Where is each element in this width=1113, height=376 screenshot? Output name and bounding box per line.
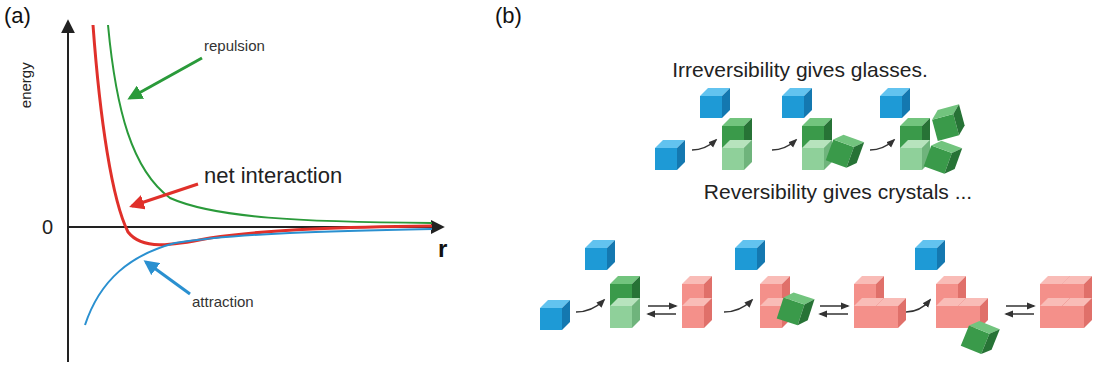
caption-line: Irreversibility gives glasses. <box>672 58 928 81</box>
panel-letter: (b) <box>495 4 522 28</box>
glass-sequence <box>655 88 967 176</box>
net-pointer <box>132 184 198 206</box>
curve-label: attraction <box>192 294 254 311</box>
curve-label: repulsion <box>204 38 265 55</box>
axis-title: energy <box>18 62 35 108</box>
crystal-sequence <box>540 240 1092 357</box>
panel-letter: (a) <box>4 4 31 28</box>
caption-line: Reversibility gives crystals ... <box>704 180 972 203</box>
axis-title: r <box>438 236 447 262</box>
axis-origin: 0 <box>42 216 53 238</box>
repulsion-curve <box>108 25 432 223</box>
curve-label: net interaction <box>204 164 342 188</box>
repulsion-pointer <box>130 58 202 98</box>
y-axis <box>67 22 69 362</box>
net-interaction-curve <box>93 25 432 245</box>
energy-plot <box>68 22 442 362</box>
attraction-curve <box>85 229 432 325</box>
attraction-pointer <box>146 262 190 294</box>
